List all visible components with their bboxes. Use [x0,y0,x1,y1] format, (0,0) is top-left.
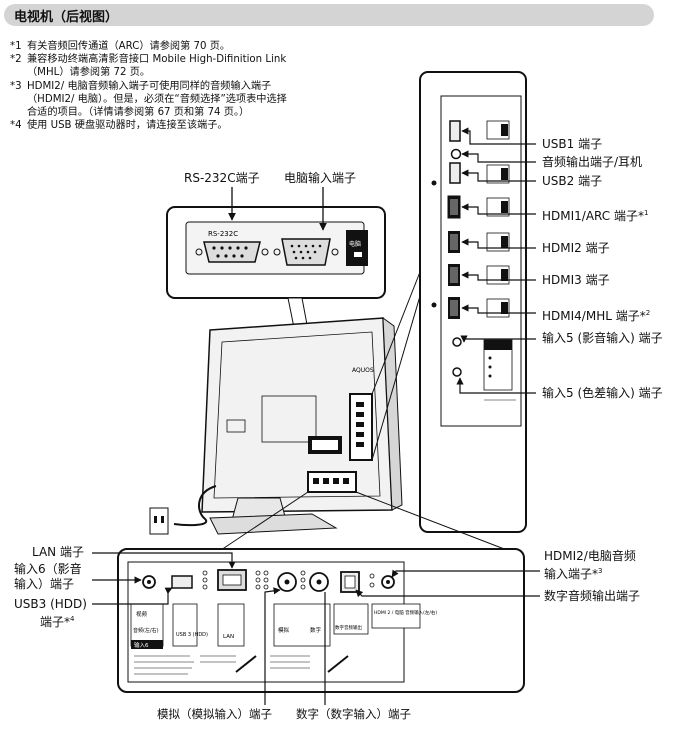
rs232c-port-label: RS-232C [208,230,238,238]
wall-outlet-icon [149,507,169,535]
rs232c-label: RS-232C端子 [184,171,260,185]
section-title: 电视机（后视图） [14,10,119,25]
hdmi3-label: HDMI3 端子 [542,273,610,287]
brand-logo: AQUOS [352,367,374,374]
input5-component-jack-icon [452,367,462,377]
svg-text:数字音频输出: 数字音频输出 [335,624,362,631]
pc-input-label: 电脑输入端子 [284,171,357,185]
input6-label-line2: 输入）端子 [14,577,75,591]
vga-port-icon [281,238,331,266]
rs232c-port-icon [203,241,261,263]
rs232c-pc-panel: RS-232C 电脑 [166,206,386,299]
svg-text:模拟: 模拟 [278,626,290,634]
svg-text:音频(左/右): 音频(左/右) [133,627,159,634]
usb1-label: USB1 端子 [542,137,603,151]
audio-out-jack-icon [450,148,462,160]
input6-label-line1: 输入6（影音 [14,562,82,576]
tv-back-illustration: AQUOS [149,316,403,535]
digital-audio-out-label: 数字音频输出端子 [544,589,641,603]
usb2-port-icon [449,162,461,184]
leader-lines [92,127,540,705]
lan-label: LAN 端子 [32,545,84,559]
digital-input-label: 数字（数字输入）端子 [296,707,411,721]
section-header: 电视机（后视图） [4,4,654,26]
svg-text:USB 3 (HDD): USB 3 (HDD) [176,632,208,638]
input5-component-label: 输入5 (色差输入) 端子 [542,386,663,400]
input5-av-label: 输入5 (影音输入) 端子 [542,331,663,345]
audio-out-label: 音频输出端子/耳机 [542,155,643,169]
svg-text:LAN: LAN [223,634,234,640]
pc-tag-box [346,230,368,266]
side-panel [419,71,527,533]
hdmi4-label: HDMI4/MHL 端子*2 [542,309,651,323]
svg-text:HDMI 2 / 电脑 音频输入(左/右): HDMI 2 / 电脑 音频输入(左/右) [374,609,437,616]
hdmi2-pc-audio-label-line1: HDMI2/电脑音频 [544,549,636,563]
usb3-label-line1: USB3 (HDD) [14,597,87,611]
hdmi1-label: HDMI1/ARC 端子*1 [542,209,649,223]
analog-input-label: 模拟（模拟输入）端子 [157,707,272,721]
usb3-label-line2: 端子*4 [40,615,75,629]
hdmi2-pc-audio-label-line2: 输入端子*3 [544,567,603,581]
usb1-port-icon [449,120,461,142]
svg-text:数字: 数字 [310,626,322,634]
bottom-panel: 视频 音频(左/右) 输入6 USB 3 (HDD) LAN 模拟 数字 数字音… [117,548,525,693]
hdmi2-label: HDMI2 端子 [542,241,610,255]
usb2-label: USB2 端子 [542,174,603,188]
svg-text:电脑: 电脑 [349,240,361,248]
svg-text:输入6: 输入6 [134,641,149,649]
tv-terminal-block-bottom [307,471,357,493]
usb3-port-icon [171,575,193,589]
input5-av-jack-icon [452,337,462,347]
svg-text:视频: 视频 [136,610,148,618]
